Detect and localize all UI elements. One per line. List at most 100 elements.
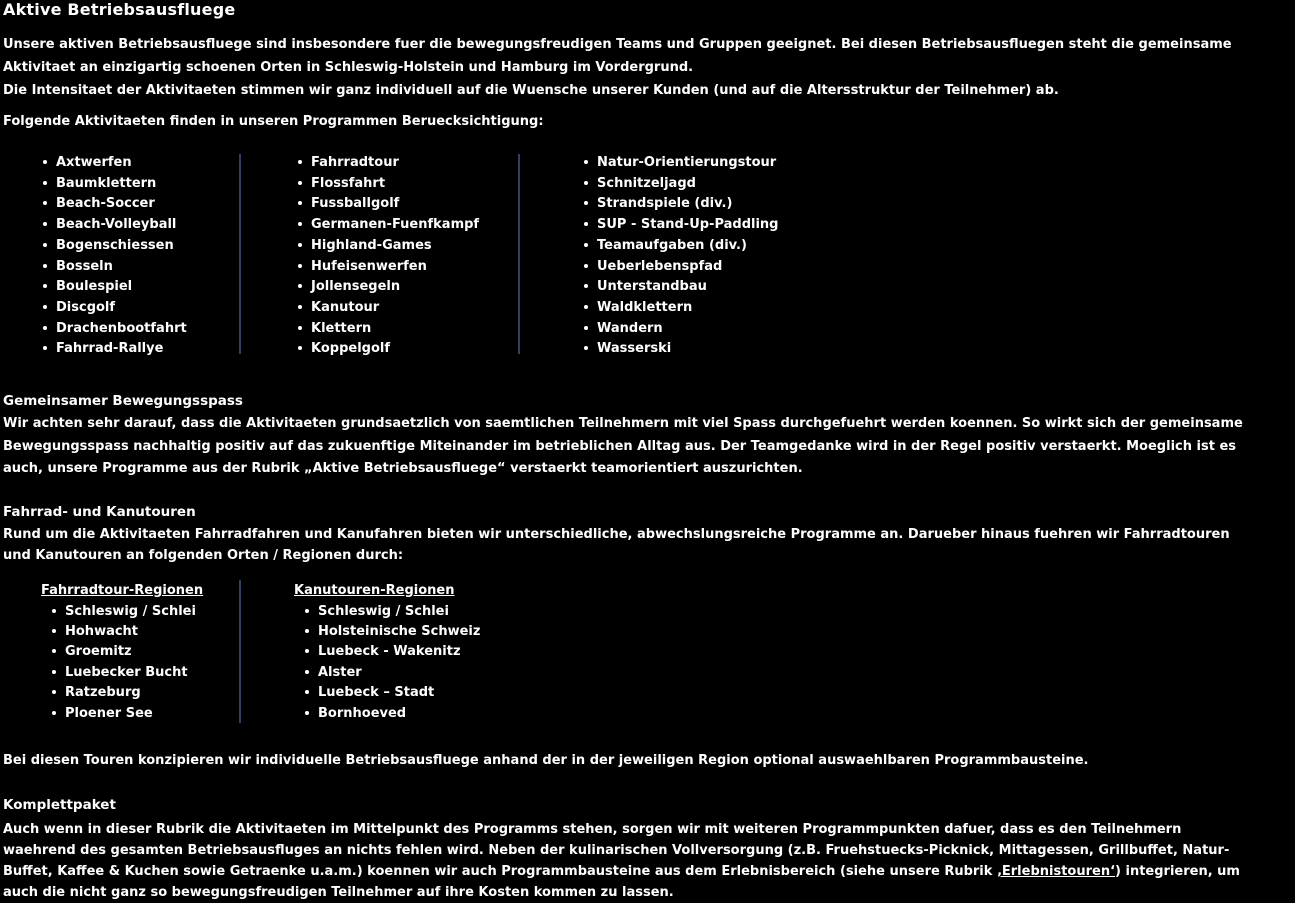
bullet-icon: [298, 222, 302, 227]
section-body-komplettpaket: Auch wenn in dieser Rubrik die Aktivitae…: [3, 819, 1248, 903]
activity-label: Strandspiele (div.): [597, 196, 733, 212]
activity-label: Fahrradtour: [311, 155, 399, 170]
activity-label: Beach-Soccer: [56, 196, 155, 212]
bullet-icon: [298, 263, 302, 268]
intro-text-2: Die Intensitaet der Aktivitaeten stimmen…: [3, 83, 1059, 98]
list-item: Kanutour: [298, 298, 518, 319]
list-item: Schnitzeljagd: [584, 174, 1253, 195]
activity-label: Wasserski: [597, 341, 672, 357]
bullet-icon: [305, 608, 309, 613]
activity-label: Jollensegeln: [311, 279, 401, 295]
region-heading-kanutouren: Kanutouren-Regionen: [294, 582, 455, 598]
activity-label: Baumklettern: [56, 175, 157, 191]
bullet-icon: [43, 346, 47, 351]
list-item: Germanen-Fuenfkampf: [298, 215, 518, 236]
bullet-icon: [43, 180, 47, 185]
list-item: Koppelgolf: [298, 339, 518, 360]
bullet-icon: [584, 222, 588, 227]
bullet-icon: [584, 180, 588, 185]
bullet-icon: [305, 690, 309, 695]
activity-label: Discgolf: [56, 299, 116, 315]
bullet-icon: [584, 160, 588, 164]
activity-label: Natur-Orientierungstour: [597, 155, 777, 170]
list-item: Natur-Orientierungstour: [584, 153, 1253, 174]
activity-label: Flossfahrt: [311, 175, 386, 191]
list-item: Strandspiele (div.): [584, 194, 1253, 215]
list-item: Ueberlebenspfad: [584, 257, 1253, 278]
bullet-icon: [298, 284, 302, 289]
bullet-icon: [584, 304, 588, 309]
activity-label: Klettern: [311, 320, 372, 336]
region-label: Groemitz: [65, 644, 132, 660]
bullet-icon: [298, 160, 302, 164]
bullet-icon: [43, 325, 47, 330]
activity-label: Kanutour: [311, 299, 380, 315]
bullet-icon: [43, 160, 47, 164]
list-item: Bornhoeved: [305, 704, 641, 724]
list-item: Luebeck – Stadt: [305, 683, 641, 703]
list-item: Groemitz: [52, 642, 239, 662]
activity-label: Highland-Games: [311, 237, 432, 253]
bullet-icon: [43, 263, 47, 268]
activities-column-2: Fahrradtour Flossfahrt Fussballgolf Germ…: [241, 153, 518, 360]
activity-label: Schnitzeljagd: [597, 175, 696, 191]
bullet-icon: [298, 180, 302, 185]
bullet-icon: [584, 346, 588, 351]
bullet-icon: [52, 690, 56, 695]
bullet-icon: [305, 669, 309, 674]
region-label: Hohwacht: [65, 623, 139, 639]
list-item: Klettern: [298, 319, 518, 340]
list-item: Baumklettern: [43, 174, 239, 195]
activities-lead-in: Folgende Aktivitaeten finden in unseren …: [3, 114, 544, 129]
activity-label: Ueberlebenspfad: [597, 258, 723, 274]
page-title: Aktive Betriebsausfluege: [3, 0, 236, 19]
list-item: Wasserski: [584, 339, 1253, 360]
activity-label: Bosseln: [56, 258, 113, 274]
activity-label: Hufeisenwerfen: [311, 258, 427, 274]
bullet-icon: [298, 242, 302, 247]
bullet-icon: [305, 649, 309, 654]
region-label: Luebecker Bucht: [65, 664, 188, 680]
activities-columns: Axtwerfen Baumklettern Beach-Soccer Beac…: [3, 153, 1253, 360]
bullet-icon: [43, 242, 47, 247]
activity-label: Drachenbootfahrt: [56, 320, 187, 336]
list-item: Beach-Soccer: [43, 194, 239, 215]
bullet-icon: [43, 284, 47, 289]
region-label: Schleswig / Schlei: [318, 603, 449, 619]
region-heading-fahrradtour: Fahrradtour-Regionen: [41, 582, 204, 598]
list-item: Luebeck - Wakenitz: [305, 642, 641, 662]
erlebnistouren-link[interactable]: ‚Erlebnistouren‘: [996, 863, 1116, 879]
bullet-icon: [52, 649, 56, 654]
list-item: Waldklettern: [584, 298, 1253, 319]
activity-label: Beach-Volleyball: [56, 217, 177, 233]
list-item: Schleswig / Schlei: [52, 602, 239, 622]
list-item: Luebecker Bucht: [52, 663, 239, 683]
bullet-icon: [584, 263, 588, 268]
activity-label: Unterstandbau: [597, 279, 707, 295]
list-item: Unterstandbau: [584, 277, 1253, 298]
region-label: Bornhoeved: [318, 705, 407, 721]
list-item: Alster: [305, 663, 641, 683]
bullet-icon: [584, 201, 588, 206]
region-label: Alster: [318, 664, 362, 680]
bullet-icon: [298, 304, 302, 309]
touren-note: Bei diesen Touren konzipieren wir indivi…: [3, 752, 1089, 768]
list-item: Fussballgolf: [298, 194, 518, 215]
regions-column-fahrrad: Fahrradtour-Regionen Schleswig / Schlei …: [3, 580, 239, 724]
activity-label: Waldklettern: [597, 299, 693, 315]
list-item: Hufeisenwerfen: [298, 257, 518, 278]
region-label: Luebeck - Wakenitz: [318, 644, 461, 660]
bullet-icon: [298, 346, 302, 351]
bullet-icon: [43, 304, 47, 309]
activity-label: SUP - Stand-Up-Paddling: [597, 217, 779, 233]
list-item: Axtwerfen: [43, 153, 239, 174]
bullet-icon: [43, 201, 47, 206]
activity-label: Koppelgolf: [311, 341, 391, 357]
activity-label: Germanen-Fuenfkampf: [311, 217, 480, 233]
activities-column-3: Natur-Orientierungstour Schnitzeljagd St…: [520, 153, 1253, 360]
region-label: Ratzeburg: [65, 685, 141, 701]
list-item: Ratzeburg: [52, 683, 239, 703]
region-label: Luebeck – Stadt: [318, 685, 435, 701]
list-item: Wandern: [584, 319, 1253, 340]
section-body-touren: Rund um die Aktivitaeten Fahrradfahren u…: [3, 526, 1230, 563]
